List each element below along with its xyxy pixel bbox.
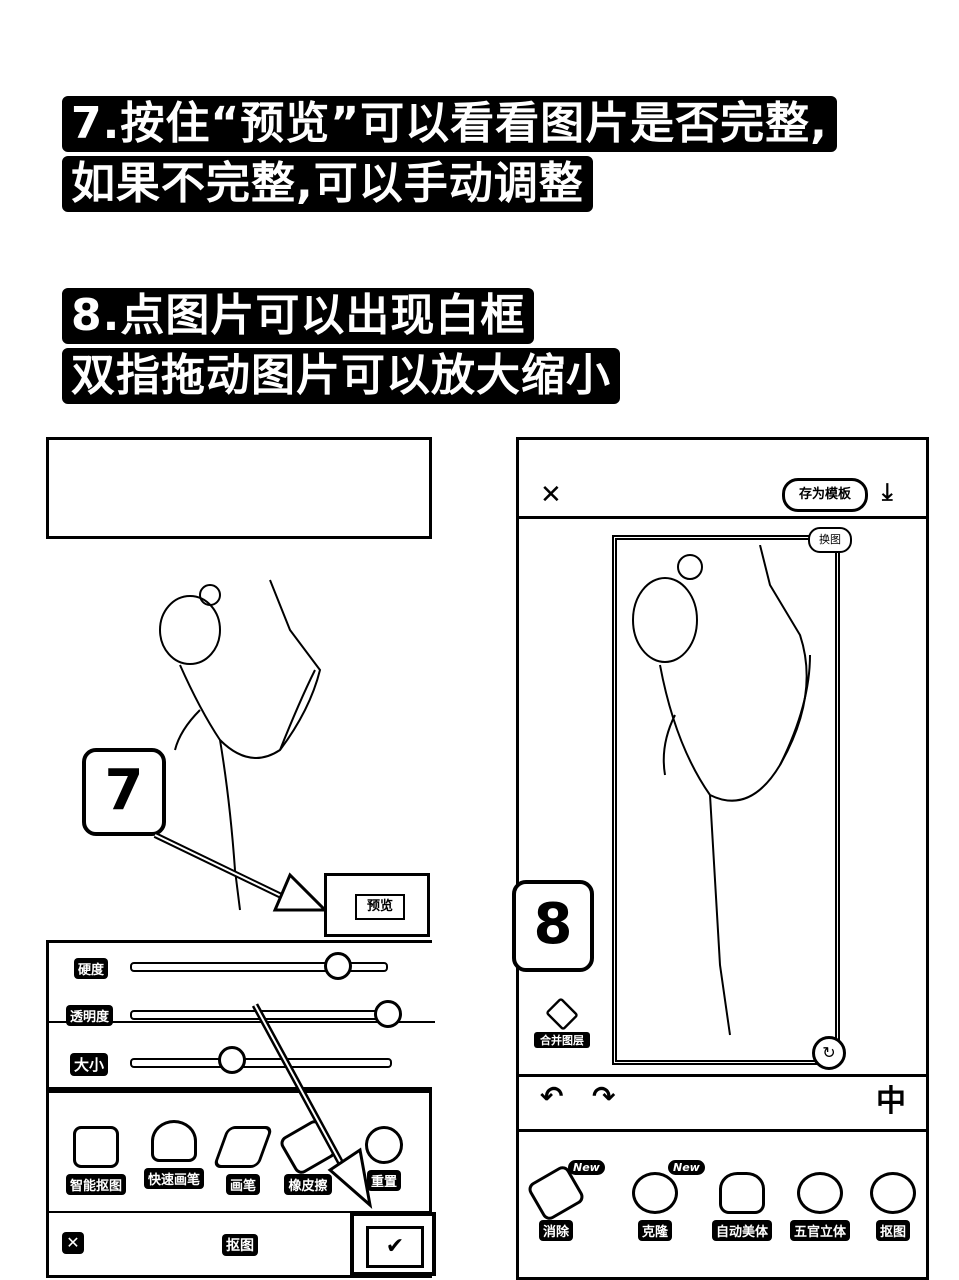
tool-label: 重置 <box>366 1170 401 1191</box>
redo-icon[interactable]: ↷ <box>592 1080 616 1113</box>
slider-label-opacity: 透明度 <box>66 1005 114 1026</box>
tool-label: 五官立体 <box>789 1220 850 1241</box>
cutout-title: 抠图 <box>222 1234 258 1256</box>
dancer-image-right <box>632 545 811 1036</box>
crop-icon[interactable]: 中 <box>876 1084 906 1119</box>
step8-caption-line2: 双指拖动图片可以放大缩小 <box>62 348 620 404</box>
editor-top-divider <box>516 516 929 519</box>
close-icon[interactable]: ✕ <box>540 480 562 510</box>
reset-icon <box>365 1126 403 1164</box>
tool-label: 克隆 <box>637 1220 672 1241</box>
tool-label: 消除 <box>538 1220 573 1241</box>
size-slider[interactable] <box>130 1058 392 1068</box>
dancer-image-left[interactable] <box>140 570 380 930</box>
tool-smart-cutout[interactable]: 智能抠图 <box>62 1126 130 1195</box>
tool-face-3d[interactable]: 五官立体 <box>788 1172 852 1241</box>
step7-caption: 7.按住“预览”可以看看图片是否完整, 如果不完整,可以手动调整 <box>62 96 837 216</box>
tool-brush[interactable]: 画笔 <box>212 1126 274 1195</box>
tool-clone[interactable]: 克隆 <box>628 1172 682 1241</box>
step8-badge: 8 <box>512 880 594 972</box>
tool-reset[interactable]: 重置 <box>358 1126 410 1191</box>
tool-label: 画笔 <box>225 1174 260 1195</box>
download-icon[interactable]: ⤓ <box>882 478 893 506</box>
step8-caption: 8.点图片可以出现白框 双指拖动图片可以放大缩小 <box>62 288 620 408</box>
step7-caption-line2: 如果不完整,可以手动调整 <box>62 156 593 212</box>
hardness-slider[interactable] <box>130 962 388 972</box>
confirm-button[interactable]: ✔ <box>350 1212 436 1276</box>
arrow-to-confirm <box>251 1003 373 1209</box>
auto-body-icon <box>719 1172 765 1214</box>
arrow-to-preview <box>153 832 329 912</box>
step7-caption-line1: 7.按住“预览”可以看看图片是否完整, <box>62 96 837 152</box>
layers-icon <box>545 997 579 1031</box>
left-top-bar <box>46 437 432 539</box>
step7-badge: 7 <box>82 748 166 836</box>
new-badge: New <box>568 1160 605 1175</box>
new-badge: New <box>668 1160 705 1175</box>
size-slider-knob[interactable] <box>218 1046 246 1074</box>
image-selection-frame[interactable] <box>612 535 840 1065</box>
editor-panel <box>516 437 929 1280</box>
tool-cutout[interactable]: 抠图 <box>868 1172 918 1241</box>
save-template-button[interactable]: 存为模板 <box>782 478 868 512</box>
cutout-icon <box>870 1172 916 1214</box>
merge-layers-button[interactable]: 合并图层 <box>534 997 590 1048</box>
history-bar <box>516 1074 929 1132</box>
face-3d-icon <box>797 1172 843 1214</box>
close-icon[interactable]: ✕ <box>62 1232 84 1254</box>
tool-quick-brush[interactable]: 快速画笔 <box>138 1120 210 1189</box>
step8-caption-line1: 8.点图片可以出现白框 <box>62 288 535 344</box>
clone-icon <box>632 1172 678 1214</box>
undo-icon[interactable]: ↶ <box>540 1080 564 1113</box>
hardness-slider-knob[interactable] <box>324 952 352 980</box>
quick-brush-icon <box>151 1120 197 1162</box>
checkmark-icon: ✔ <box>366 1226 424 1268</box>
tool-label: 智能抠图 <box>65 1174 126 1195</box>
slider-label-size: 大小 <box>70 1053 109 1076</box>
opacity-slider-knob[interactable] <box>374 1000 402 1028</box>
tool-label: 快速画笔 <box>143 1168 204 1189</box>
slider-label-hardness: 硬度 <box>74 958 109 979</box>
tool-remove[interactable]: 消除 <box>525 1163 587 1241</box>
tool-auto-body[interactable]: 自动美体 <box>710 1172 774 1241</box>
replace-image-button[interactable]: 换图 <box>808 527 852 553</box>
merge-layers-label: 合并图层 <box>534 1032 590 1048</box>
tool-label: 自动美体 <box>711 1220 772 1241</box>
tool-label: 抠图 <box>875 1220 910 1241</box>
preview-button[interactable]: 预览 <box>355 894 405 920</box>
smart-cutout-icon <box>73 1126 119 1168</box>
tool-label: 橡皮擦 <box>284 1174 332 1195</box>
rotate-handle-icon[interactable]: ↻ <box>812 1036 846 1070</box>
preview-button-frame: 预览 <box>324 873 430 937</box>
tool-eraser[interactable]: 橡皮擦 <box>277 1117 339 1195</box>
